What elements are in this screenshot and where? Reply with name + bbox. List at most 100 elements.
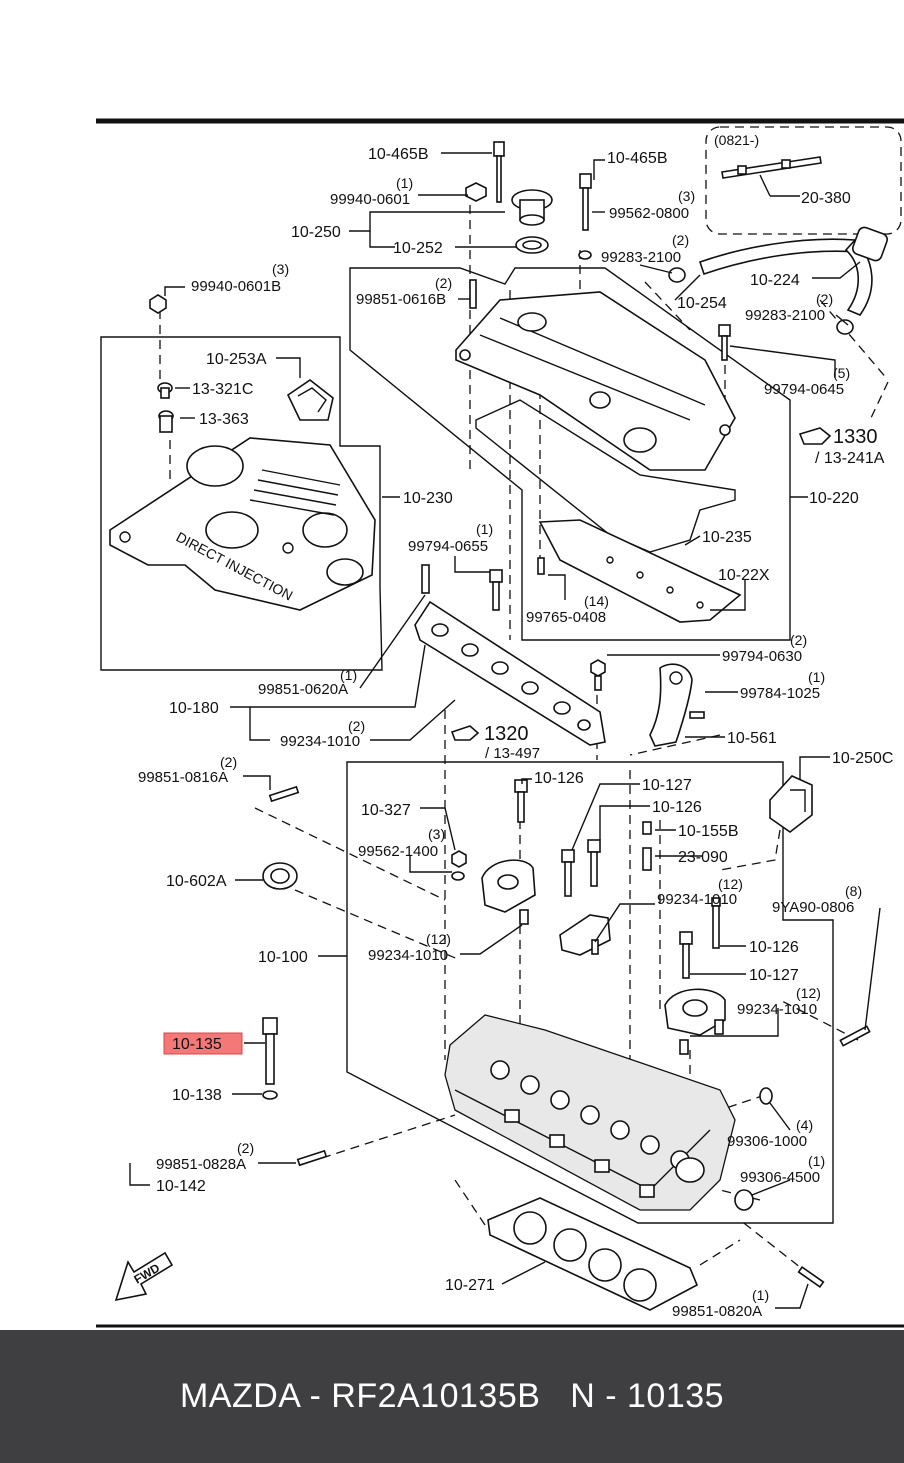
label-10-235: 10-235 (702, 529, 752, 546)
label-9YA90-0806: 9YA90-0806 (772, 899, 854, 916)
washer-10-138 (262, 1090, 278, 1100)
label-10-561: 10-561 (727, 730, 777, 747)
qty-99851-0816A: (2) (220, 754, 237, 770)
label-99794-0645: 99794-0645 (764, 381, 844, 398)
qty-99851-0820A: (1) (752, 1287, 769, 1303)
label-10-126-a: 10-126 (534, 770, 584, 787)
label-10-180: 10-180 (169, 700, 219, 717)
label-1320: 1320 (484, 723, 529, 745)
intake-manifold (414, 600, 606, 746)
bolt-99794-0630 (590, 659, 606, 691)
label-10-100: 10-100 (258, 949, 308, 966)
label-99940-0601B: 99940-0601B (191, 278, 281, 295)
sensor-10-250C (769, 775, 813, 833)
revision-box (705, 126, 902, 235)
qty-99234-1010-b: (12) (718, 876, 743, 892)
label-10-127-a: 10-127 (642, 777, 692, 794)
label-10-327: 10-327 (361, 802, 411, 819)
label-99851-0816A: 99851-0816A (138, 769, 228, 786)
qty-99940-0601: (1) (396, 175, 413, 191)
cam-cap-3 (664, 988, 726, 1036)
grommet-10-253A (286, 379, 334, 421)
qty-99306-4500: (1) (808, 1153, 825, 1169)
label-20-380: 20-380 (801, 190, 851, 207)
label-99765-0408: 99765-0408 (526, 609, 606, 626)
reference-hand-icon-1330 (798, 427, 832, 445)
fwd-arrow: FWD (114, 1251, 174, 1302)
label-99851-0828A: 99851-0828A (156, 1156, 246, 1173)
label-99794-0655: 99794-0655 (408, 538, 488, 555)
label-13-497: / 13-497 (485, 745, 540, 762)
engine-hanger-10-561 (649, 663, 693, 747)
head-gasket-10-271 (487, 1197, 699, 1311)
qty-99562-1400: (3) (428, 826, 445, 842)
footer-text: MAZDA - RF2A10135B N - 10135 (179, 1377, 725, 1415)
label-10-250C: 10-250C (832, 750, 893, 767)
bolt-99794-0645 (718, 324, 731, 361)
grommet-13-363 (158, 410, 174, 433)
label-13-321C: 13-321C (192, 381, 253, 398)
label-13-241A: / 13-241A (815, 450, 885, 467)
label-99234-1010-d: 99234-1010 (737, 1001, 817, 1018)
bolt-10-465B-b (578, 173, 592, 260)
label-99234-1010-b: 99234-1010 (657, 891, 737, 908)
label-13-363: 13-363 (199, 411, 249, 428)
qty-99283-2100-b: (2) (816, 291, 833, 307)
valve-cover (455, 291, 736, 471)
leader-lines (129, 152, 881, 1309)
label-99283-2100-a: 99283-2100 (601, 249, 681, 266)
qty-99283-2100-a: (2) (672, 232, 689, 248)
oil-seal-10-602A (262, 862, 298, 890)
label-10-253A: 10-253A (206, 351, 267, 368)
qty-99851-0616B: (2) (435, 275, 452, 291)
qty-99234-1010-a: (2) (348, 718, 365, 734)
label-10-126-b: 10-126 (652, 799, 702, 816)
label-99851-0620A: 99851-0620A (258, 681, 348, 698)
label-99234-1010-c: 99234-1010 (368, 947, 448, 964)
exploded-parts-diagram: DIRECT INJECTION (96, 118, 904, 1328)
label-99562-1400: 99562-1400 (358, 843, 438, 860)
label-99851-0820A: 99851-0820A (672, 1303, 762, 1320)
label-99784-1025: 99784-1025 (740, 685, 820, 702)
label-99851-0616B: 99851-0616B (356, 291, 446, 308)
label-10-465B-b: 10-465B (607, 150, 668, 167)
valve-cover-gasket (475, 399, 736, 553)
label-10-155B: 10-155B (678, 823, 739, 840)
qty-99794-0630: (2) (790, 632, 807, 648)
highlight-10-135 (163, 1032, 243, 1055)
label-10-465B-a: 10-465B (368, 146, 429, 163)
label-10-135: 10-135 (172, 1036, 222, 1053)
label-99283-2100-b: 99283-2100 (745, 307, 825, 324)
label-99562-0800: 99562-0800 (609, 205, 689, 222)
engine-cover: DIRECT INJECTION (109, 437, 376, 611)
head-bolt-10-135 (262, 1017, 278, 1085)
qty-99306-1000: (4) (796, 1117, 813, 1133)
label-10-142: 10-142 (156, 1178, 206, 1195)
cylinder-head (444, 1014, 736, 1211)
oil-filler-cap (511, 189, 553, 254)
cam-bolts (451, 779, 724, 1055)
label-10-230: 10-230 (403, 490, 453, 507)
label-10-138: 10-138 (172, 1087, 222, 1104)
label-99306-4500: 99306-4500 (740, 1169, 820, 1186)
pin-20-380 (721, 156, 822, 179)
qty-99765-0408: (14) (584, 593, 609, 609)
label-99234-1010-a: 99234-1010 (280, 733, 360, 750)
label-10-220: 10-220 (809, 490, 859, 507)
baffle-plate (538, 519, 742, 623)
label-10-127-b: 10-127 (749, 967, 799, 984)
qty-99234-1010-d: (12) (796, 985, 821, 1001)
label-10-254: 10-254 (677, 295, 727, 312)
label-10-22X: 10-22X (718, 567, 770, 584)
bolt-10-465B-a (493, 141, 505, 203)
label-0821: (0821-) (714, 132, 759, 148)
label-10-126-c: 10-126 (749, 939, 799, 956)
label-10-250: 10-250 (291, 224, 341, 241)
washer-13-321C (157, 382, 173, 399)
label-99794-0630: 99794-0630 (722, 648, 802, 665)
label-1330: 1330 (833, 426, 878, 448)
part-number-footer: MAZDA - RF2A10135B N - 10135 (0, 1330, 904, 1463)
qty-9YA90-0806: (8) (845, 883, 862, 899)
label-99306-1000: 99306-1000 (727, 1133, 807, 1150)
qty-99851-0828A: (2) (237, 1140, 254, 1156)
